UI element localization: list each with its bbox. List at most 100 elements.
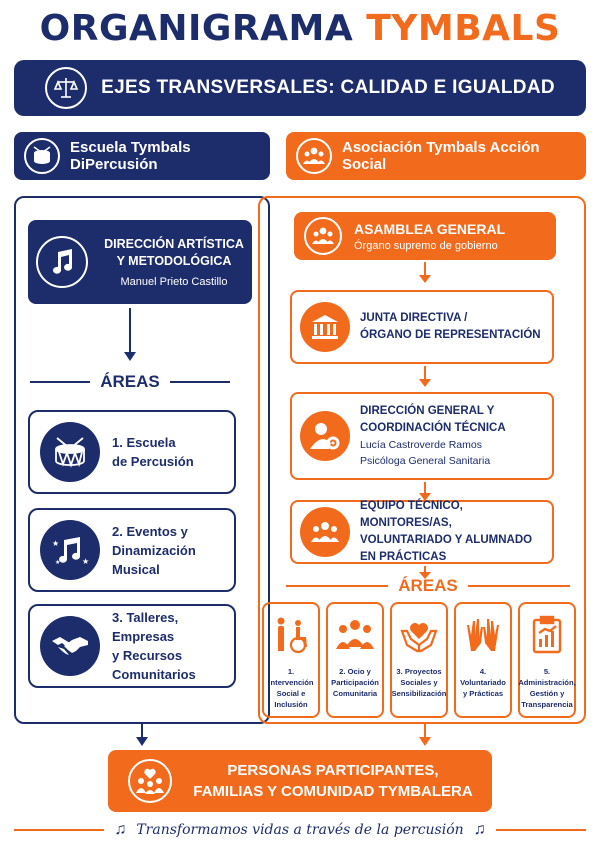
raised-hands-icon	[463, 612, 503, 658]
music-note-icon	[36, 236, 88, 288]
assembly-title: ASAMBLEA GENERAL	[354, 220, 506, 237]
snare-drum-icon	[40, 422, 100, 482]
people-group-icon	[296, 138, 332, 174]
connector-arrow	[136, 737, 148, 746]
music-stars-icon: ★ ★ ★	[40, 520, 100, 580]
participants-box: PERSONAS PARTICIPANTES, FAMILIAS Y COMUN…	[108, 750, 492, 812]
school-header-text: Escuela Tymbals DiPercusión	[70, 139, 191, 173]
connector-line	[424, 724, 426, 738]
music-note-right-icon: ♫	[473, 821, 486, 838]
transversal-axes-banner: EJES TRANSVERSALES: CALIDAD E IGUALDAD	[14, 60, 586, 116]
school-header: Escuela Tymbals DiPercusión	[14, 132, 270, 180]
team-line1: EQUIPO TÉCNICO, MONITORES/AS,	[360, 500, 463, 529]
right-area-card-3: 3. Proyectos Sociales y Sensibilización	[390, 602, 448, 718]
person-gear-icon	[300, 411, 350, 461]
title-part1: ORGANIGRAMA	[39, 8, 354, 49]
right-area-card-2: 2. Ocio y Participación Comunitaria	[326, 602, 384, 718]
left-areas-heading: ÁREAS	[30, 372, 231, 392]
right-area-card-1: 1. Intervención Social e Inclusión	[262, 602, 320, 718]
right-area-5-line3: Transparencia	[521, 700, 573, 709]
left-area-card-1: 1. Escuela de Percusión	[28, 410, 236, 494]
footer-slogan: Transformamos vidas a través de la percu…	[136, 822, 464, 838]
left-area-3-line2: y Recursos	[112, 648, 183, 663]
balance-scale-icon	[45, 67, 88, 109]
general-assembly-box: ASAMBLEA GENERAL Órgano supremo de gobie…	[294, 212, 556, 260]
connector-line	[141, 724, 143, 738]
right-area-5-line1: 5. Administración,	[518, 667, 576, 687]
connector-line	[424, 566, 426, 574]
connector-arrow	[419, 737, 431, 746]
svg-text:★: ★	[55, 559, 60, 566]
general-direction-role: Psicóloga General Sanitaria	[360, 455, 491, 467]
svg-text:★: ★	[82, 557, 89, 566]
right-area-4-line2: y Prácticas	[462, 689, 504, 698]
general-direction-person: Lucía Castroverde Ramos	[360, 439, 482, 451]
handshake-icon	[40, 616, 100, 676]
left-areas-label: ÁREAS	[100, 372, 160, 391]
general-direction-box: DIRECCIÓN GENERAL Y COORDINACIÓN TÉCNICA…	[290, 392, 554, 480]
left-area-3-line1: 3. Talleres, Empresas	[112, 610, 179, 644]
connector-arrow	[419, 379, 431, 387]
right-area-2-line2: Participación	[331, 678, 379, 687]
right-area-1-line1: 1. Intervención	[268, 667, 314, 687]
connector-arrow	[419, 275, 431, 283]
school-panel	[14, 196, 270, 724]
footer-slogan-bar: ♫ Transformamos vidas a través de la per…	[14, 820, 586, 840]
right-areas-heading: ÁREAS	[286, 576, 571, 596]
technical-team-box: EQUIPO TÉCNICO, MONITORES/AS, VOLUNTARIA…	[290, 500, 554, 564]
connector-line	[129, 308, 131, 354]
right-area-2-line3: Comunitaria	[332, 689, 378, 698]
institution-building-icon	[300, 302, 350, 352]
right-area-3-line3: Sensibilización	[391, 689, 447, 698]
participants-line2: FAMILIAS Y COMUNIDAD TYMBALERA	[193, 783, 473, 800]
right-area-card-5: 5. Administración, Gestión y Transparenc…	[518, 602, 576, 718]
connector-arrow	[124, 352, 136, 361]
artistic-direction-box: DIRECCIÓN ARTÍSTICA Y METODOLÓGICA Manue…	[28, 220, 252, 304]
right-area-card-4: 4. Voluntariado y Prácticas	[454, 602, 512, 718]
association-panel	[258, 196, 586, 724]
title-part2: TYMBALS	[366, 8, 561, 49]
association-header: Asociación Tymbals Acción Social	[286, 132, 586, 180]
connector-arrow	[419, 493, 431, 501]
right-area-5-line2: Gestión y	[529, 689, 565, 698]
connector-line	[424, 262, 426, 276]
association-header-text: Asociación Tymbals Acción Social	[342, 139, 540, 173]
right-areas-label: ÁREAS	[398, 576, 458, 595]
right-area-3-line2: Sociales y	[400, 678, 438, 687]
board-line1: JUNTA DIRECTIVA /	[360, 312, 468, 324]
right-area-4-line1: 4. Voluntariado	[460, 667, 506, 687]
left-area-2-line3: Musical	[112, 561, 160, 577]
assembly-group-icon	[304, 217, 342, 255]
left-area-1-line2: de Percusión	[112, 454, 194, 469]
page-title: ORGANIGRAMA TYMBALS	[0, 8, 600, 49]
participants-line1: PERSONAS PARTICIPANTES,	[227, 762, 439, 779]
general-direction-line1: DIRECCIÓN GENERAL Y	[360, 405, 495, 417]
right-area-1-line2: Social e	[276, 689, 306, 698]
left-area-1-line1: 1. Escuela	[112, 435, 176, 450]
right-area-1-line3: Inclusión	[274, 700, 308, 709]
left-area-card-2: ★ ★ ★ 2. Eventos y Dinamización Musical	[28, 508, 236, 592]
left-area-2-line1: 2. Eventos y	[112, 523, 188, 539]
board-box: JUNTA DIRECTIVA / ÓRGANO DE REPRESENTACI…	[290, 290, 554, 364]
direction-line1: DIRECCIÓN ARTÍSTICA	[104, 237, 244, 251]
right-area-2-line1: 2. Ocio y	[339, 667, 371, 676]
connector-arrow	[419, 572, 431, 579]
general-direction-line2: COORDINACIÓN TÉCNICA	[360, 422, 506, 434]
group-icon	[335, 612, 375, 658]
heart-hands-icon	[399, 612, 439, 658]
connector-line	[424, 482, 426, 494]
clipboard-chart-icon	[530, 612, 564, 658]
banner-text: EJES TRANSVERSALES: CALIDAD E IGUALDAD	[101, 77, 555, 98]
music-note-left-icon: ♫	[114, 821, 127, 838]
team-group-icon	[300, 507, 350, 557]
right-area-3-line1: 3. Proyectos	[396, 667, 442, 676]
direction-person: Manuel Prieto Castillo	[120, 276, 228, 288]
direction-line2: Y METODOLÓGICA	[116, 254, 232, 268]
board-line2: ÓRGANO DE REPRESENTACIÓN	[360, 329, 541, 341]
team-line2: VOLUNTARIADO Y ALUMNADO	[360, 534, 533, 546]
drum-icon	[24, 138, 60, 174]
connector-line	[424, 366, 426, 380]
left-area-2-line2: Dinamización	[112, 542, 196, 558]
left-area-card-3: 3. Talleres, Empresas y Recursos Comunit…	[28, 604, 236, 688]
svg-text:★: ★	[52, 539, 59, 548]
